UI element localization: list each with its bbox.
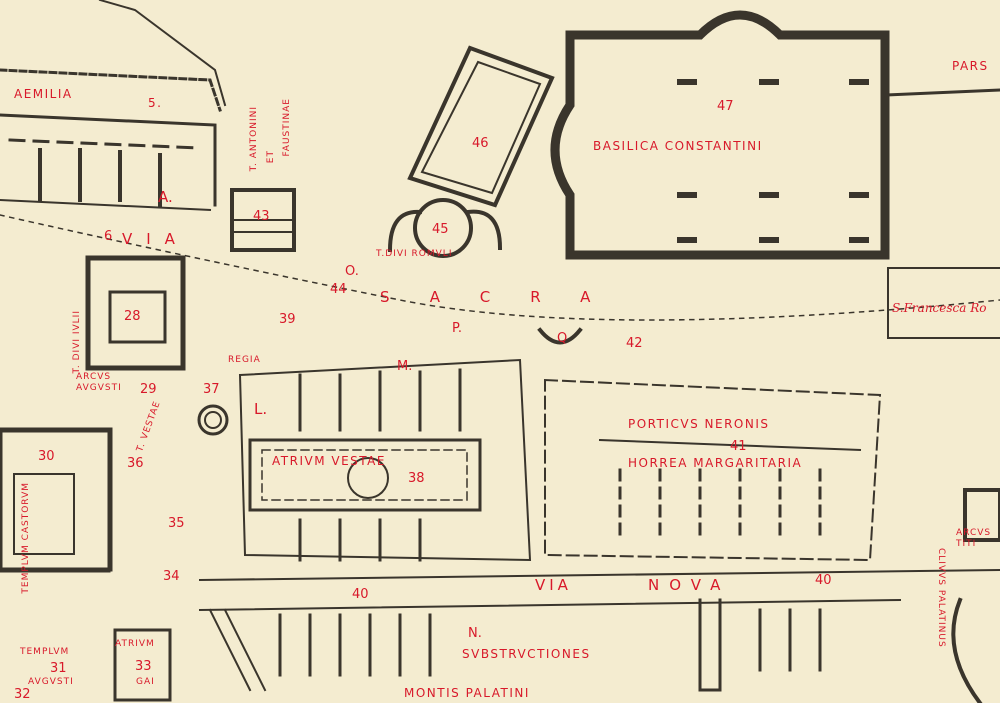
- temple-divus-iulius-plan: [85, 255, 186, 371]
- label-templum-2: TEMPLVM: [20, 647, 70, 657]
- label-pars: PARS: [952, 59, 989, 73]
- templum-castorum-plan: [0, 427, 113, 573]
- label-templum-castorum: TEMPLVM CASTORVM: [21, 482, 31, 594]
- label-arcus-augusti: ARCVS AVGVSTI: [76, 372, 122, 393]
- label-n: N.: [468, 626, 482, 641]
- label-37: 37: [203, 382, 220, 397]
- label-atrium-vestae: ATRIVM VESTAE: [272, 454, 386, 468]
- label-p: P.: [452, 321, 462, 336]
- via-sacra-road: [0, 214, 1000, 321]
- arcus-titi-plan: [963, 488, 1000, 542]
- label-aemilia: AEMILIA: [14, 87, 73, 101]
- label-40-right: 40: [815, 573, 832, 588]
- label-42: 42: [626, 336, 643, 351]
- label-augusti: AVGVSTI: [28, 677, 74, 687]
- label-32: 32: [14, 687, 31, 702]
- label-34: 34: [163, 569, 180, 584]
- label-44: 44: [330, 282, 347, 297]
- label-45: 45: [432, 222, 449, 237]
- label-40-left: 40: [352, 587, 369, 602]
- label-t-divi-iulii: T. DIVI IVLII: [72, 310, 82, 374]
- label-via-top: VIA: [122, 230, 189, 248]
- label-35: 35: [168, 516, 185, 531]
- atrium-vestae-plan: [238, 358, 532, 562]
- label-substructiones: SVBSTRVCTIONES: [462, 647, 591, 661]
- label-38: 38: [408, 471, 425, 486]
- label-30: 30: [38, 449, 55, 464]
- label-nova: NOVA: [648, 576, 731, 594]
- label-28: 28: [124, 309, 141, 324]
- label-t-antonini: T. ANTONINI: [249, 106, 259, 172]
- label-q: Q: [557, 331, 568, 346]
- label-via-bottom: VIA: [535, 576, 572, 594]
- label-basilica-constantini: BASILICA CONSTANTINI: [593, 139, 763, 153]
- label-arcus-titi: ARCVS TITI: [956, 528, 992, 549]
- label-gai: GAI: [136, 677, 155, 687]
- label-porticus-neronis: PORTICVS NERONIS: [628, 417, 770, 431]
- label-29: 29: [140, 382, 157, 397]
- label-et: ET: [266, 150, 276, 164]
- temple-antoninus-plan: [230, 188, 296, 252]
- label-s-francesca: S.Francesca Ro: [892, 301, 987, 315]
- basilica-constantini-plan: [550, 10, 1000, 260]
- label-clivus-palatinus: CLIVVS PALATINUS: [936, 548, 946, 648]
- label-regia: REGIA: [228, 355, 261, 365]
- label-horrea-margaritaria: HORREA MARGARITARIA: [628, 456, 803, 470]
- label-m: M.: [397, 359, 413, 374]
- label-t-divi-romuli: T.DIVI ROMVLI: [376, 249, 453, 259]
- label-l: L.: [254, 400, 268, 418]
- label-41: 41: [730, 439, 747, 454]
- label-atrium-gai-1: ATRIVM: [115, 639, 155, 649]
- temple-romulus-plan: [387, 198, 503, 258]
- label-6: 6: [104, 229, 113, 244]
- label-o: O.: [345, 264, 359, 279]
- building-46-plan: [407, 45, 555, 208]
- label-a: A.: [158, 188, 173, 206]
- label-sacra: SACRA: [380, 288, 631, 306]
- label-faustinae: FAUSTINAE: [282, 98, 292, 157]
- label-33: 33: [135, 659, 152, 674]
- horrea-margaritaria-plan: [544, 378, 882, 562]
- label-47: 47: [717, 99, 734, 114]
- label-46: 46: [472, 136, 489, 151]
- label-5: 5.: [148, 96, 163, 110]
- substructiones-plan: [113, 568, 1000, 703]
- s-francesca-romana-box: [887, 267, 1000, 339]
- label-36: 36: [127, 456, 144, 471]
- label-39: 39: [279, 312, 296, 327]
- label-43: 43: [253, 209, 270, 224]
- temple-vesta-plan: [197, 404, 229, 436]
- label-31: 31: [50, 661, 67, 676]
- label-montis-palatini: MONTIS PALATINI: [404, 686, 530, 700]
- basilica-aemilia-plan: [0, 0, 227, 212]
